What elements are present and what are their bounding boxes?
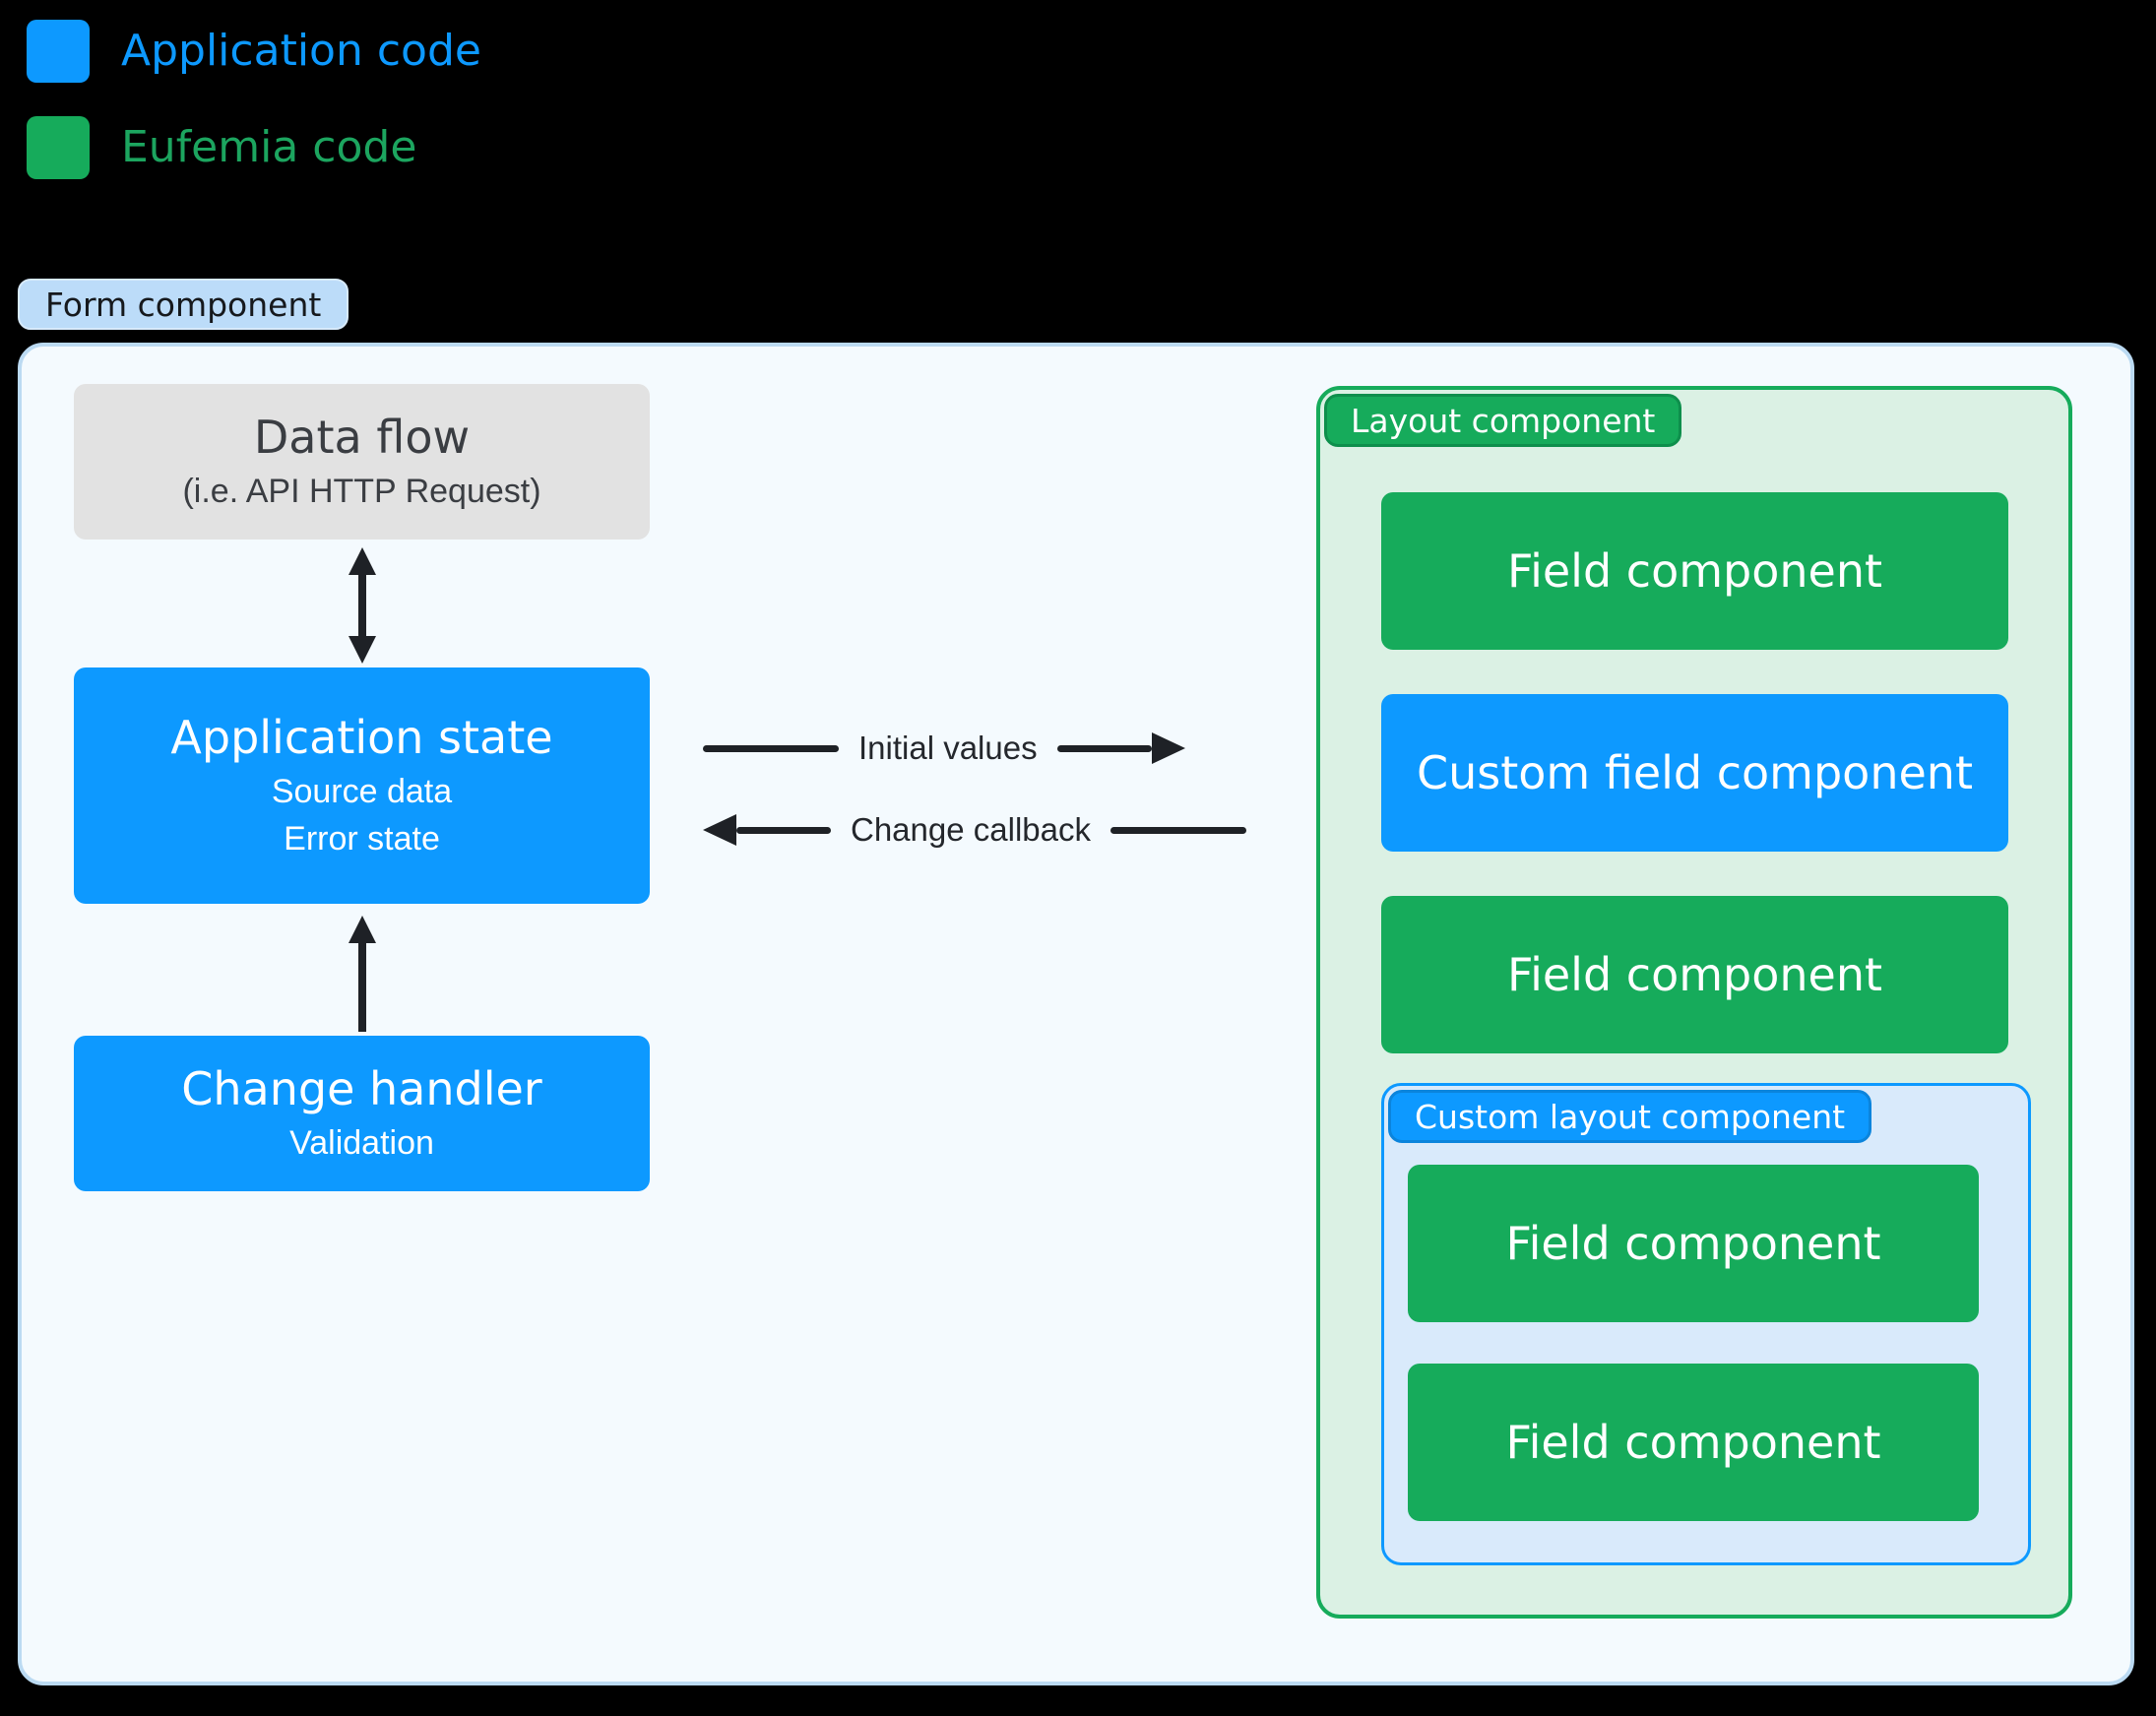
change-handler-box: Change handler Validation [74,1036,650,1191]
line [1110,826,1246,834]
application-state-title: Application state [170,710,553,764]
data-flow-subtitle: (i.e. API HTTP Request) [182,472,541,510]
application-state-line-source-data: Source data [271,772,453,810]
field-component-box: Field component [1408,1165,1979,1322]
custom-layout-component-label: Custom layout component [1388,1090,1872,1143]
change-callback-flow: Change callback [703,808,1246,852]
application-state-line-error-state: Error state [284,819,440,858]
legend-label-application-code: Application code [121,26,481,76]
data-flow-box: Data flow (i.e. API HTTP Request) [74,384,650,540]
bidirectional-arrow-icon [349,547,376,664]
initial-values-flow: Initial values [703,727,1185,770]
application-state-box: Application state Source data Error stat… [74,667,650,904]
field-component-box: Field component [1381,492,2008,650]
eufemia-code-swatch-icon [27,116,90,179]
form-component-container: Data flow (i.e. API HTTP Request) Applic… [18,343,2134,1685]
layout-component-label: Layout component [1324,394,1682,447]
custom-layout-component-container: Custom layout component Field component … [1381,1083,2031,1565]
legend-label-eufemia-code: Eufemia code [121,122,417,172]
legend-item-application-code: Application code [27,20,481,83]
left-arrow-icon [703,814,831,846]
up-arrow-icon [349,916,376,1032]
change-callback-label: Change callback [851,811,1091,848]
application-code-swatch-icon [27,20,90,83]
custom-field-component-box: Custom field component [1381,694,2008,852]
change-handler-title: Change handler [181,1061,542,1115]
data-flow-title: Data flow [253,410,471,464]
legend: Application code Eufemia code [27,20,481,213]
line [703,744,839,752]
form-component-label: Form component [18,279,349,330]
right-arrow-icon [1056,732,1185,764]
layout-component-container: Layout component Field component Custom … [1316,386,2072,1619]
field-component-box: Field component [1381,896,2008,1053]
field-component-box: Field component [1408,1364,1979,1521]
change-handler-line-validation: Validation [289,1123,434,1162]
initial-values-label: Initial values [858,730,1038,766]
legend-item-eufemia-code: Eufemia code [27,116,481,179]
